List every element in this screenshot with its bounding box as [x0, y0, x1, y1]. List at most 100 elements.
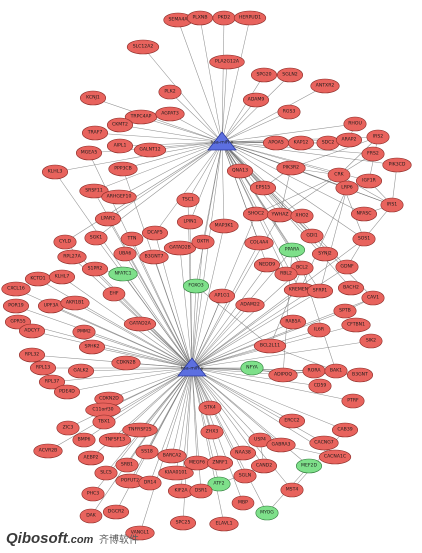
gene-node-zhx3[interactable]: ZHX3	[200, 424, 224, 440]
gene-node-cacng7[interactable]: CACNG7	[309, 435, 339, 451]
gene-node-ttn[interactable]: TTN	[120, 231, 144, 247]
gene-node-arap2[interactable]: ARAP2	[335, 132, 363, 148]
gene-node-gdi1[interactable]: GDI1	[300, 228, 324, 244]
gene-node-sphk2[interactable]: SPHK2	[78, 339, 106, 355]
gene-node-lpar2[interactable]: LPAR2	[94, 211, 122, 227]
gene-node-frs2[interactable]: FRS2	[361, 146, 385, 162]
gene-node-barca2[interactable]: BARCA2	[157, 448, 187, 464]
gene-node-cftbn1[interactable]: CFTBN1	[341, 317, 371, 333]
gene-node-rbl2[interactable]: RBL2	[274, 266, 298, 282]
gene-node-ppara[interactable]: PPARA	[278, 242, 306, 258]
gene-node-adam9[interactable]: ADAM9	[242, 92, 270, 108]
gene-node-rpl37[interactable]: RPL37	[38, 374, 66, 390]
gene-node-aipl1[interactable]: AIPL1	[106, 138, 134, 154]
gene-node-s1pr2[interactable]: S1PR2	[81, 261, 109, 277]
gene-node-pkd2[interactable]: PKD2	[212, 10, 236, 26]
gene-node-nfasc[interactable]: NFASC	[350, 206, 378, 222]
gene-node-rhou[interactable]: RHOU	[343, 116, 367, 132]
gene-node-gdnf[interactable]: GDNF	[335, 259, 359, 275]
gene-node-pmm2[interactable]: PMM2	[72, 324, 96, 340]
gene-node-rpl13[interactable]: RPL13	[29, 360, 57, 376]
gene-node-bak1[interactable]: BAK1	[324, 363, 348, 379]
gene-node-il6r[interactable]: IL6R	[307, 322, 331, 338]
gene-node-eps15[interactable]: EPS15	[249, 180, 277, 196]
gene-node-tnfsf13[interactable]: TNFSF13	[98, 432, 132, 448]
gene-node-oxtr[interactable]: OXTR	[191, 234, 215, 250]
gene-node-igf1r[interactable]: IGF1R	[355, 173, 383, 189]
gene-node-irs1[interactable]: IRS1	[380, 197, 404, 213]
gene-node-nedd9[interactable]: NEDD9	[253, 257, 281, 273]
gene-node-lrp6[interactable]: LRP6	[335, 180, 359, 196]
gene-node-atf2[interactable]: ATF2	[207, 476, 231, 492]
gene-node-synj2[interactable]: SYNJ2	[311, 246, 339, 262]
gene-node-apoa5[interactable]: APOA5	[262, 135, 290, 151]
gene-node-kiaa0101[interactable]: KIAA0101	[158, 465, 194, 481]
gene-node-nfatc1[interactable]: NFATC1	[108, 266, 138, 282]
gene-node-myog[interactable]: MYOG	[255, 505, 279, 521]
gene-node-phc3[interactable]: PHC3	[81, 486, 105, 502]
gene-node-adcy7[interactable]: ADCY7	[18, 323, 46, 339]
gene-node-plxnb[interactable]: PLXNB	[186, 10, 214, 26]
gene-node-stk4[interactable]: STK4	[198, 400, 222, 416]
gene-node-pik3cd[interactable]: PIK3CD	[382, 157, 412, 173]
gene-node-tsc1[interactable]: TSC1	[176, 192, 200, 208]
gene-node-antxr2[interactable]: ANTXR2	[310, 78, 340, 94]
gene-node-b3gnt7[interactable]: B3GNT7	[139, 249, 169, 265]
gene-node-pla2g12a[interactable]: PLA2G12A	[209, 54, 245, 70]
gene-node-galk2[interactable]: GALK2	[67, 363, 95, 379]
gene-node-pde4d[interactable]: PDE4D	[53, 384, 81, 400]
gene-node-cacna1c[interactable]: CACNA1C	[318, 449, 352, 465]
gene-node-cdkn2d[interactable]: CDKN2D	[94, 391, 124, 407]
gene-node-mbp[interactable]: MBP	[231, 495, 255, 511]
gene-node-sdc2[interactable]: SDC2	[316, 135, 340, 151]
gene-node-ptrf[interactable]: PTRF	[341, 393, 365, 409]
gene-node-ywhaz[interactable]: YWHAZ	[266, 207, 294, 223]
gene-node-cd59[interactable]: CD59	[308, 378, 332, 394]
mirna-hub-1[interactable]: hsa-miR-x	[207, 131, 237, 151]
gene-node-dr14[interactable]: DR14	[138, 475, 162, 491]
gene-node-cyld[interactable]: CYLD	[53, 234, 77, 250]
gene-node-ehf[interactable]: EHF	[102, 286, 126, 302]
gene-node-qna13[interactable]: QNA13	[226, 163, 254, 179]
gene-node-acvr2b[interactable]: ACVR2B	[33, 443, 63, 459]
gene-node-spg20[interactable]: SPG20	[250, 67, 278, 83]
gene-node-lpin1[interactable]: LPIN1	[176, 214, 204, 230]
gene-node-gatad2b[interactable]: GATAD2B	[163, 240, 197, 256]
gene-node-klhl3[interactable]: KLHL3	[41, 164, 69, 180]
gene-node-sfrp1[interactable]: SFRP1	[306, 283, 334, 299]
gene-node-pik3r2[interactable]: PIK3R2	[276, 160, 306, 176]
gene-node-cxcl16[interactable]: CXCL16	[1, 281, 31, 297]
gene-node-srsf11[interactable]: SRSF11	[79, 183, 109, 199]
gene-node-kctd1[interactable]: KCTD1	[24, 271, 52, 287]
gene-node-xho2[interactable]: XHO2	[290, 208, 314, 224]
gene-node-sik2[interactable]: SIK2	[359, 333, 383, 349]
gene-node-tnfrsf25[interactable]: TNFRSF25	[122, 422, 158, 438]
gene-node-rpl27a[interactable]: RPL27A	[57, 249, 87, 265]
gene-node-rora[interactable]: RORA	[302, 363, 326, 379]
gene-node-klhl7[interactable]: KLHL7	[48, 269, 76, 285]
gene-node-cand2[interactable]: CAND2	[250, 458, 278, 474]
gene-node-bmp6[interactable]: BMP6	[72, 432, 96, 448]
gene-node-akr1b1[interactable]: AKR1B1	[60, 295, 90, 311]
gene-node-nfya[interactable]: NFYA	[240, 360, 264, 376]
gene-node-plk2[interactable]: PLK2	[158, 84, 182, 100]
gene-node-adipoq[interactable]: ADIPOQ	[268, 367, 298, 383]
gene-node-sos1[interactable]: SOS1	[352, 231, 376, 247]
gene-node-uba6[interactable]: UBA6	[113, 246, 137, 262]
gene-node-naa38[interactable]: NAA38	[229, 445, 257, 461]
gene-node-ppp3cb[interactable]: PPP3CB	[108, 161, 138, 177]
gene-node-spc25[interactable]: SPC25	[169, 515, 197, 531]
gene-node-sgln[interactable]: SGLN	[233, 468, 257, 484]
gene-node-znrf1[interactable]: ZNRF1	[206, 455, 234, 471]
gene-node-slc12a2[interactable]: SLC12A2	[126, 39, 160, 55]
gene-node-cav1[interactable]: CAV1	[361, 290, 385, 306]
gene-node-kcnj1[interactable]: KCNJ1	[79, 90, 107, 106]
gene-node-ckmt2[interactable]: CKMT2	[106, 117, 134, 133]
gene-node-traf7[interactable]: TRAF7	[81, 125, 109, 141]
gene-node-por19[interactable]: POR19	[2, 298, 30, 314]
gene-node-pofut2[interactable]: POFUT2	[115, 473, 145, 489]
gene-node-herpud1[interactable]: HERPUD1	[233, 10, 267, 26]
gene-node-dsr1[interactable]: DSR1	[189, 483, 213, 499]
gene-node-sptb[interactable]: SPTB	[333, 303, 357, 319]
gene-node-arhgef10[interactable]: ARHGEF10	[101, 189, 137, 205]
